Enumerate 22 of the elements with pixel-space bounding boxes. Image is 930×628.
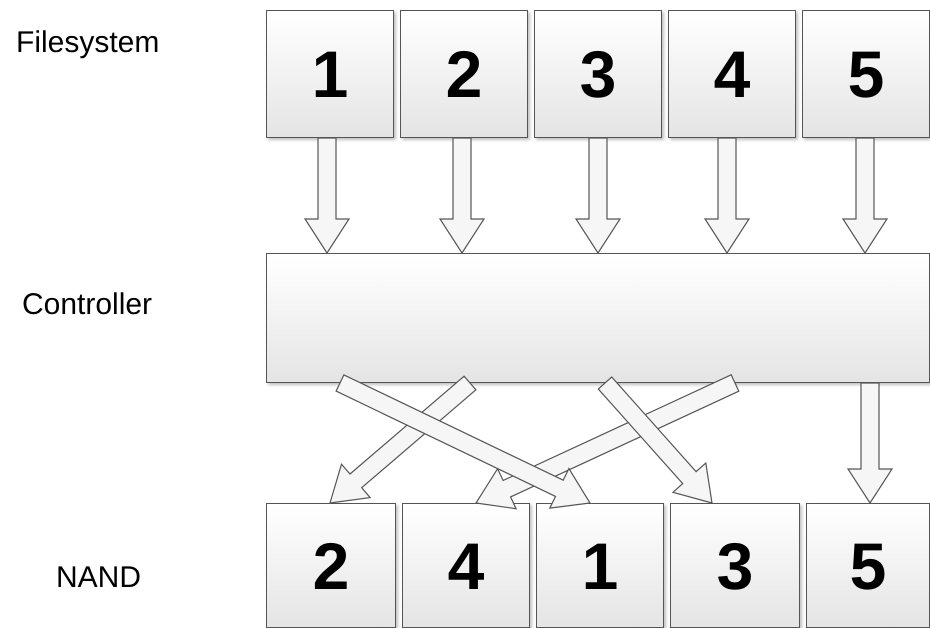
number-box: 3 [670, 503, 800, 628]
number-box: 1 [536, 503, 664, 628]
controller-box [266, 253, 930, 383]
row-label: Controller [22, 290, 152, 320]
block-arrow [304, 137, 350, 254]
number-box: 4 [668, 10, 796, 138]
block-arrow [438, 137, 486, 254]
block-arrow [335, 374, 591, 509]
number-box: 5 [802, 10, 930, 138]
number-box: 2 [400, 10, 528, 138]
block-arrow [704, 137, 750, 254]
block-arrow [597, 376, 713, 504]
number-box: 2 [266, 503, 396, 628]
block-arrow [842, 137, 888, 254]
number-box: 5 [806, 503, 930, 628]
block-arrow [846, 382, 894, 504]
number-box: 4 [402, 503, 530, 628]
row-label: NAND [56, 563, 142, 593]
block-arrow [574, 137, 622, 254]
number-box: 3 [534, 10, 662, 138]
row-label: Filesystem [16, 28, 160, 58]
number-box: 1 [266, 10, 394, 138]
